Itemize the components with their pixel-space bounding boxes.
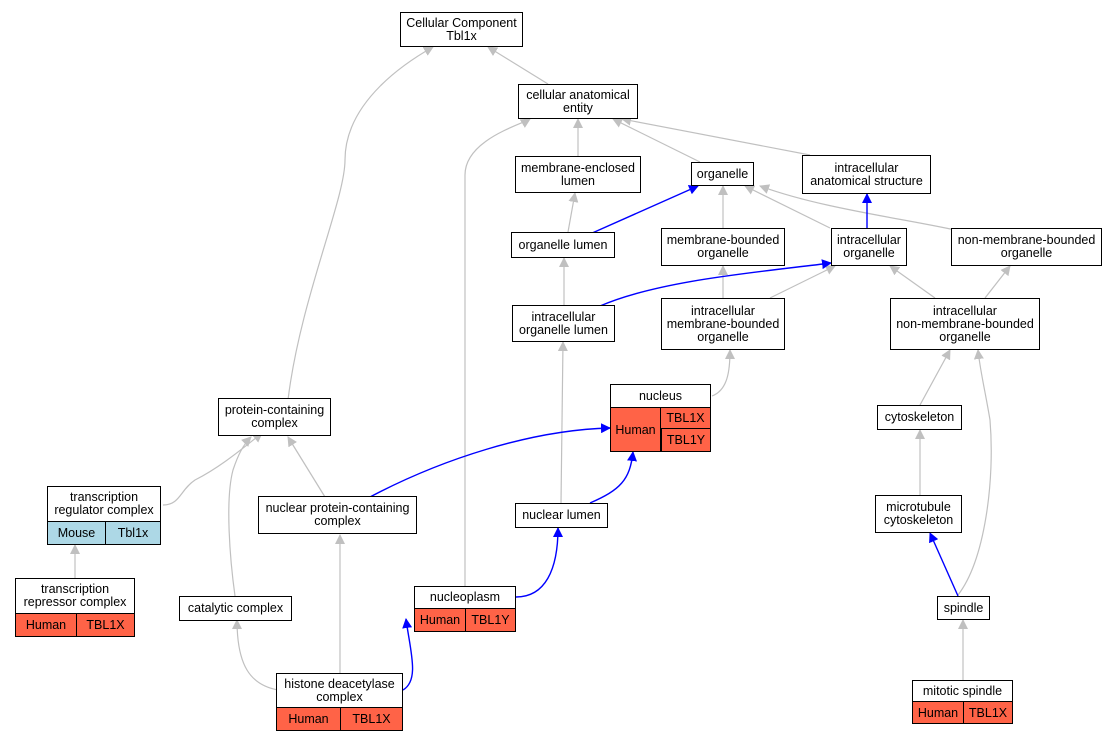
node-spindle[interactable]: spindle [937, 596, 990, 620]
nucleoplasm-label: nucleoplasm [415, 587, 515, 609]
node-organelle[interactable]: organelle [691, 162, 754, 186]
edge-nuclear-complex-to-protein-complex [287, 436, 326, 498]
node-mitotic-spindle[interactable]: mitotic spindle Human TBL1X [912, 680, 1013, 724]
transcription-regulator-gene-tag: Tbl1x [105, 522, 160, 544]
node-membrane-bounded-organelle[interactable]: membrane-bounded organelle [661, 228, 785, 266]
nucleoplasm-gene-tag: TBL1Y [465, 609, 515, 631]
node-cytoskeleton[interactable]: cytoskeleton [877, 405, 962, 430]
histone-deacetylase-gene-tag: TBL1X [340, 708, 402, 730]
edge-histone-to-nucleoplasm-blue [402, 618, 414, 691]
edge-histone-to-catalytic-complex [232, 619, 279, 691]
edge-spindle-to-microtubule-blue [929, 532, 959, 597]
nucleus-gene-tag: TBL1X [661, 408, 710, 429]
node-intracellular-non-membrane-bounded-organelle[interactable]: intracellular non-membrane-bounded organ… [890, 298, 1040, 350]
node-nuclear-protein-containing-complex[interactable]: nuclear protein-containing complex [258, 496, 417, 534]
edge-organelle-to-anatomical-entity [612, 118, 701, 163]
edge-spindle-to-intracellular-nmbo [957, 349, 992, 596]
nucleus-gene-tag: TBL1Y [661, 429, 710, 451]
nucleoplasm-species-tag: Human [415, 609, 465, 631]
edge-nucleoplasm-to-anatomical-entity [464, 118, 531, 587]
edge-nuclear-complex-to-nucleus-blue [369, 423, 611, 498]
transcription-repressor-label: transcription repressor complex [16, 579, 134, 614]
node-non-membrane-bounded-organelle[interactable]: non-membrane-bounded organelle [951, 228, 1102, 266]
edge-protein-complex-to-cellular-component [287, 46, 434, 401]
edge-organelle-lumen-to-membrane-enclosed-lumen [567, 192, 579, 233]
node-intracellular-organelle[interactable]: intracellular organelle [831, 228, 907, 266]
node-organelle-lumen[interactable]: organelle lumen [511, 232, 615, 258]
node-nuclear-lumen[interactable]: nuclear lumen [515, 503, 608, 528]
nucleus-label: nucleus [611, 385, 710, 408]
edge-nuclear-lumen-to-intracellular-lumen [557, 341, 568, 504]
node-protein-containing-complex[interactable]: protein-containing complex [218, 398, 331, 436]
edge-intracellular-nmbo-to-intracellular-organelle [889, 265, 936, 299]
mitotic-spindle-species-tag: Human [913, 702, 963, 723]
edge-transcription-regulator-to-protein-complex [162, 432, 263, 506]
node-nucleus[interactable]: nucleus Human TBL1X TBL1Y [610, 384, 711, 452]
histone-deacetylase-label: histone deacetylase complex [277, 674, 402, 708]
node-histone-deacetylase-complex[interactable]: histone deacetylase complex Human TBL1X [276, 673, 403, 731]
nucleus-species-tag: Human [611, 408, 661, 451]
node-intracellular-membrane-bounded-organelle[interactable]: intracellular membrane-bounded organelle [661, 298, 785, 350]
edge-catalytic-complex-to-protein-complex [228, 436, 252, 597]
edge-organelle-lumen-to-organelle-blue [589, 185, 699, 235]
edge-cytoskeleton-to-intracellular-nmbo [919, 349, 951, 406]
edge-non-membrane-bounded-organelle-to-organelle [759, 184, 956, 231]
edge-intracellular-mbo-to-intracellular-organelle [769, 265, 836, 299]
edge-intracellular-nmbo-to-non-membrane-bounded-organelle [984, 265, 1011, 299]
mitotic-spindle-gene-tag: TBL1X [963, 702, 1012, 723]
node-microtubule-cytoskeleton[interactable]: microtubule cytoskeleton [875, 495, 962, 533]
edge-intracellular-lumen-to-intracellular-organelle-blue [599, 259, 832, 307]
edge-intracellular-structure-to-anatomical-entity [621, 115, 811, 156]
transcription-regulator-species-tag: Mouse [48, 522, 105, 544]
edge-anatomical-entity-to-cellular-component [487, 46, 549, 85]
mitotic-spindle-label: mitotic spindle [913, 681, 1012, 702]
edge-nuclear-lumen-to-nucleus-blue [589, 451, 638, 504]
node-nucleoplasm[interactable]: nucleoplasm Human TBL1Y [414, 586, 516, 632]
node-catalytic-complex[interactable]: catalytic complex [179, 596, 292, 621]
node-transcription-repressor-complex[interactable]: transcription repressor complex Human TB… [15, 578, 135, 637]
histone-deacetylase-species-tag: Human [277, 708, 340, 730]
transcription-repressor-gene-tag: TBL1X [76, 614, 134, 636]
node-cellular-component[interactable]: Cellular Component Tbl1x [400, 12, 523, 47]
node-cellular-anatomical-entity[interactable]: cellular anatomical entity [518, 84, 638, 119]
node-intracellular-anatomical-structure[interactable]: intracellular anatomical structure [802, 155, 931, 194]
edge-nucleoplasm-to-nuclear-lumen-blue [515, 527, 563, 598]
transcription-repressor-species-tag: Human [16, 614, 76, 636]
transcription-regulator-label: transcription regulator complex [48, 487, 160, 522]
edge-nucleus-to-intracellular-mbo [711, 349, 735, 397]
node-membrane-enclosed-lumen[interactable]: membrane-enclosed lumen [515, 156, 641, 193]
node-transcription-regulator-complex[interactable]: transcription regulator complex Mouse Tb… [47, 486, 161, 545]
node-intracellular-organelle-lumen[interactable]: intracellular organelle lumen [512, 305, 615, 342]
